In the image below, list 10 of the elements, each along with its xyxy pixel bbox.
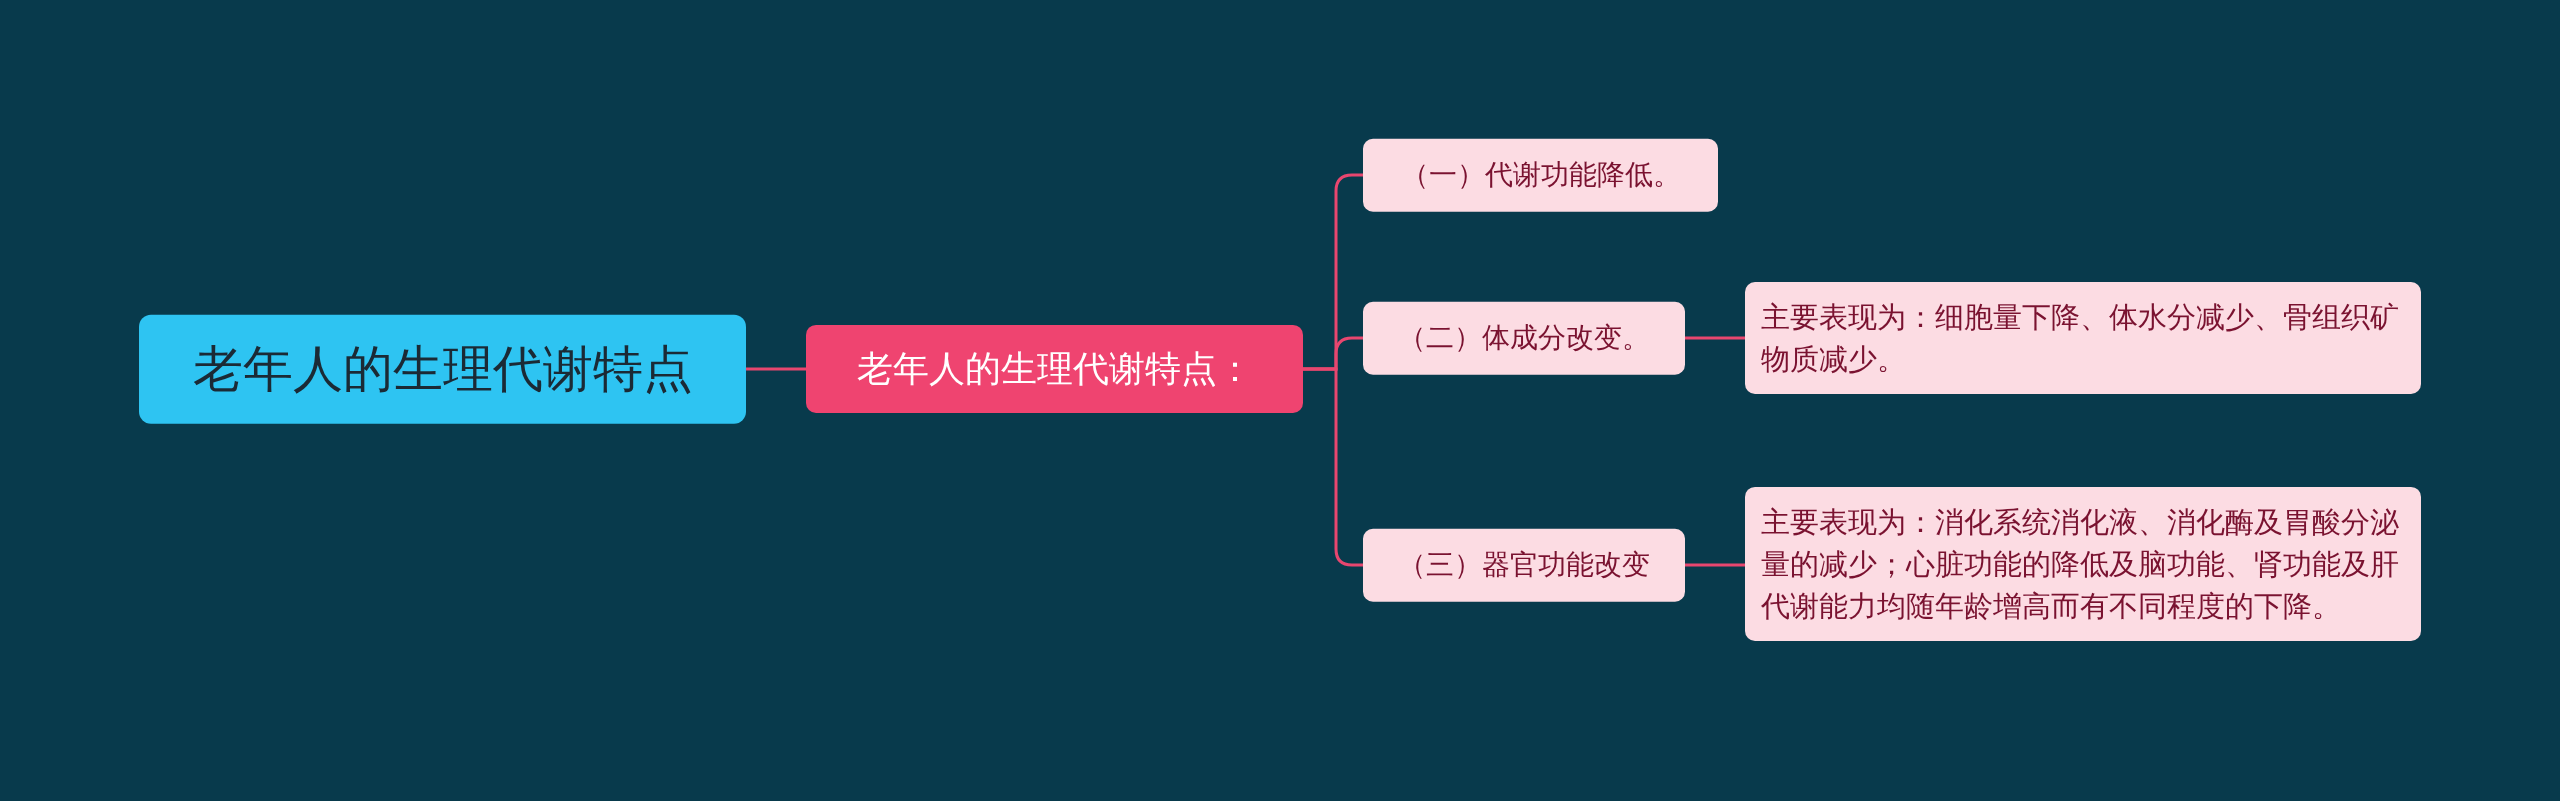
- subtopic-box: （三）器官功能改变: [1363, 528, 1685, 602]
- main-topic-box: 老年人的生理代谢特点：: [806, 324, 1303, 414]
- detail-box: 主要表现为：细胞量下降、体水分减少、骨组织矿物质减少。: [1745, 281, 2421, 395]
- connector-line: [746, 367, 806, 371]
- subtopic-box: （二）体成分改变。: [1363, 301, 1685, 375]
- root-topic-box: 老年人的生理代谢特点: [139, 314, 746, 424]
- connector-line: [1685, 336, 1745, 340]
- subtopic-box: （一）代谢功能降低。: [1363, 138, 1718, 212]
- connector-line: [1685, 563, 1745, 567]
- detail-box: 主要表现为：消化系统消化液、消化酶及胃酸分泌量的减少；心脏功能的降低及脑功能、肾功能及肝代谢能力均随年龄增高而有不同程度的下降。: [1745, 486, 2421, 642]
